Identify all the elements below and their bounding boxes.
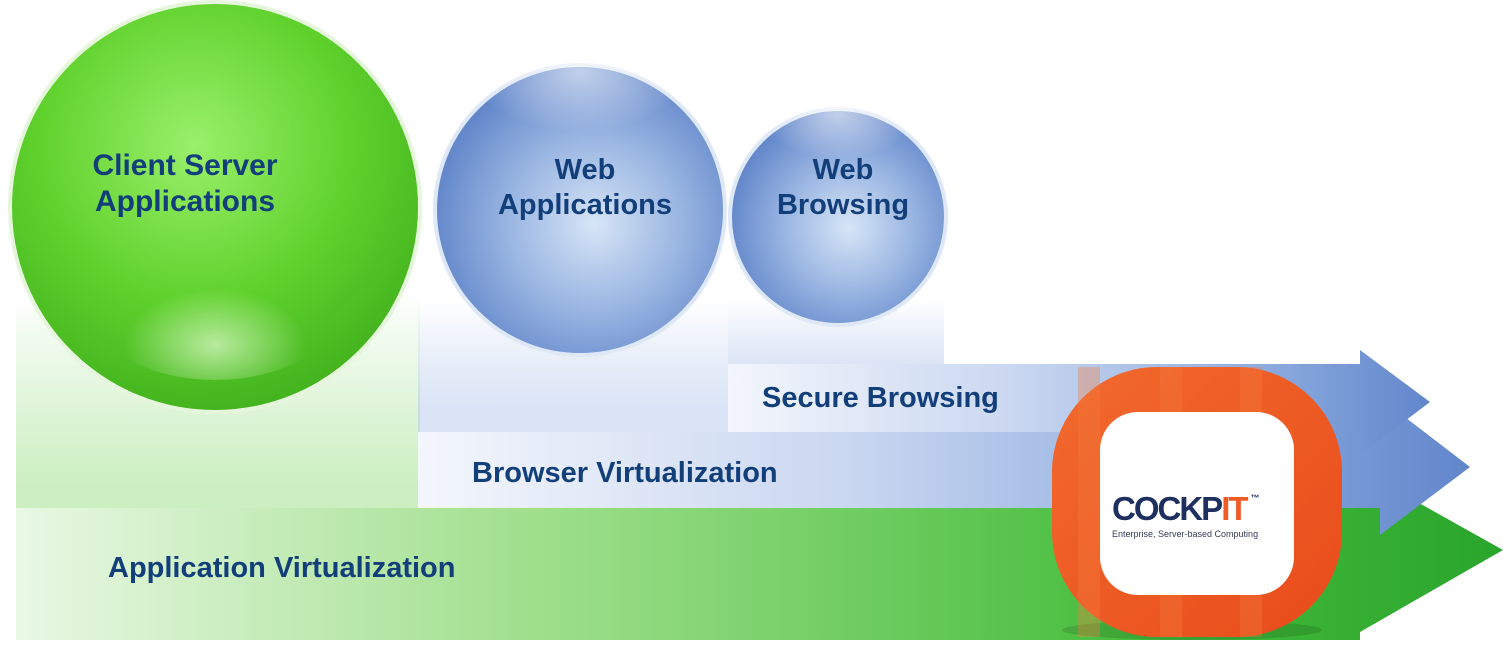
client-server-applications-label: Client Server Applications (70, 148, 300, 220)
web-applications-line2: Applications (497, 188, 672, 221)
web-browsing-sphere (728, 105, 948, 327)
web-applications-line1: Web (554, 154, 616, 186)
logo-tagline: Enterprise, Server-based Computing (1112, 529, 1259, 539)
web-applications-label: Web Applications (465, 153, 705, 223)
client-server-line2: Applications (94, 185, 275, 218)
cockpit-frame (1052, 367, 1342, 640)
logo-brand-accent: IT (1221, 490, 1248, 527)
logo-trademark: ™ (1250, 493, 1260, 503)
secure-browsing-label: Secure Browsing (762, 382, 999, 414)
application-virtualization-label: Application Virtualization (108, 552, 456, 584)
web-browsing-line1: Web (812, 154, 874, 186)
web-applications-sphere (433, 60, 727, 357)
client-server-sphere (8, 0, 422, 414)
browser-virtualization-label: Browser Virtualization (472, 457, 778, 489)
client-server-line1: Client Server (92, 149, 278, 182)
web-browsing-label: Web Browsing (748, 153, 938, 223)
web-browsing-line2: Browsing (776, 188, 910, 221)
logo-brand-dark: COCKP (1112, 490, 1223, 527)
